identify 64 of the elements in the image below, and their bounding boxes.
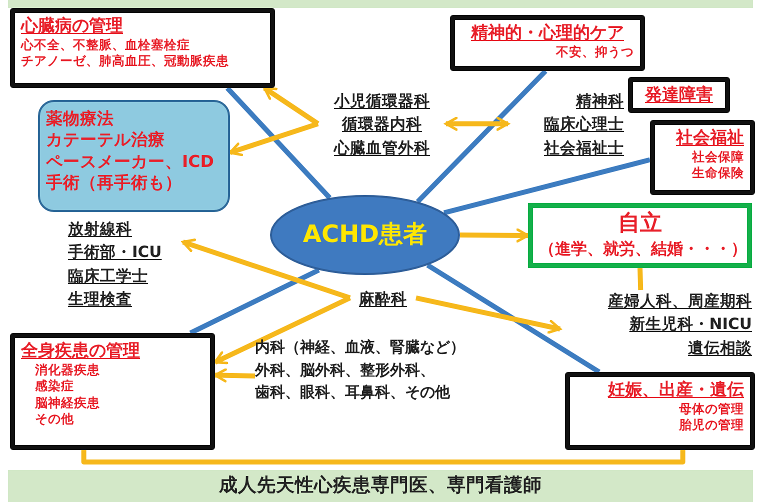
connector-line bbox=[189, 268, 320, 336]
arrow bbox=[214, 296, 352, 364]
connector-line bbox=[426, 262, 601, 374]
department-name: 社会福祉士 bbox=[544, 138, 624, 158]
topic-box bbox=[650, 120, 755, 195]
department-name: 精神科 bbox=[576, 91, 624, 112]
department-name: 麻酔科 bbox=[359, 289, 407, 310]
section-title: 発達障害 bbox=[644, 84, 714, 106]
arrow bbox=[182, 238, 351, 300]
department-list: 内科（神経、血液、腎臓など） bbox=[255, 336, 465, 358]
list-item: 不安、抑うつ bbox=[554, 44, 634, 60]
center-label: ACHD患者 bbox=[302, 219, 428, 250]
connector-line bbox=[225, 86, 332, 200]
list-item: 消化器疾患 bbox=[34, 362, 101, 378]
list-item: 胎児の管理 bbox=[678, 417, 744, 434]
list-item: チアノーゼ、肺高血圧、冠動脈疾患 bbox=[21, 53, 230, 70]
topic-box bbox=[628, 77, 730, 113]
department-name: 循環器内科 bbox=[342, 114, 422, 136]
section-title: 心臓病の管理 bbox=[21, 15, 124, 38]
arrow bbox=[214, 368, 256, 382]
topic-box bbox=[450, 15, 645, 71]
section-title: 精神的・心理的ケア bbox=[470, 22, 625, 44]
goal-title: 自立 bbox=[617, 210, 663, 238]
arrow bbox=[444, 116, 510, 131]
connector-line bbox=[443, 157, 651, 216]
department-name: 臨床心理士 bbox=[544, 114, 624, 136]
department-name: 臨床工学士 bbox=[68, 266, 148, 286]
treatment-item: 手術（再手術も） bbox=[46, 172, 183, 194]
list-item: その他 bbox=[34, 410, 75, 428]
topic-box bbox=[10, 333, 215, 450]
topic-box bbox=[10, 8, 275, 88]
department-list: 外科、脳外科、整形外科、 bbox=[255, 358, 435, 381]
treatment-item: カテーテル治療 bbox=[46, 129, 166, 151]
goal-detail: （進学、就労、結婚・・・） bbox=[539, 238, 741, 260]
department-name: 放射線科 bbox=[68, 219, 132, 240]
department-name: 手術部・ICU bbox=[68, 242, 162, 264]
department-name: 心臓血管外科 bbox=[334, 138, 430, 158]
connector-line bbox=[416, 69, 548, 204]
footer-text: 成人先天性心疾患専門医、専門看護師 bbox=[219, 474, 542, 498]
topic-box bbox=[565, 372, 755, 450]
section-title: 社会福祉 bbox=[674, 127, 744, 150]
department-name: 小児循環器科 bbox=[334, 91, 430, 112]
list-item: 母体の管理 bbox=[678, 401, 744, 418]
arrow bbox=[228, 121, 319, 156]
arrow bbox=[263, 86, 320, 126]
treatment-item: 薬物療法 bbox=[46, 108, 115, 130]
department-name: 産婦人科、周産期科 bbox=[608, 291, 752, 312]
section-title: 全身疾患の管理 bbox=[21, 340, 141, 362]
list-item: 感染症 bbox=[34, 378, 75, 395]
section-title: 妊娠、出産・遺伝 bbox=[606, 379, 744, 402]
department-name: 新生児科・NICU bbox=[629, 314, 752, 336]
arrow bbox=[460, 228, 530, 243]
list-item: 生命保険 bbox=[690, 165, 744, 182]
department-name: 生理検査 bbox=[68, 288, 132, 310]
list-item: 脳神経疾患 bbox=[34, 394, 101, 411]
footer-band bbox=[8, 470, 753, 502]
department-name: 遺伝相談 bbox=[688, 338, 752, 358]
list-item: 心不全、不整脈、血栓塞栓症 bbox=[21, 37, 191, 54]
list-item: 社会保障 bbox=[690, 149, 744, 166]
goal-box bbox=[528, 203, 752, 268]
treatment-item: ペースメーカー、ICD bbox=[46, 150, 215, 172]
department-list: 歯科、眼科、耳鼻科、その他 bbox=[255, 381, 450, 404]
treatment-box bbox=[38, 100, 230, 212]
arrow bbox=[415, 295, 562, 334]
